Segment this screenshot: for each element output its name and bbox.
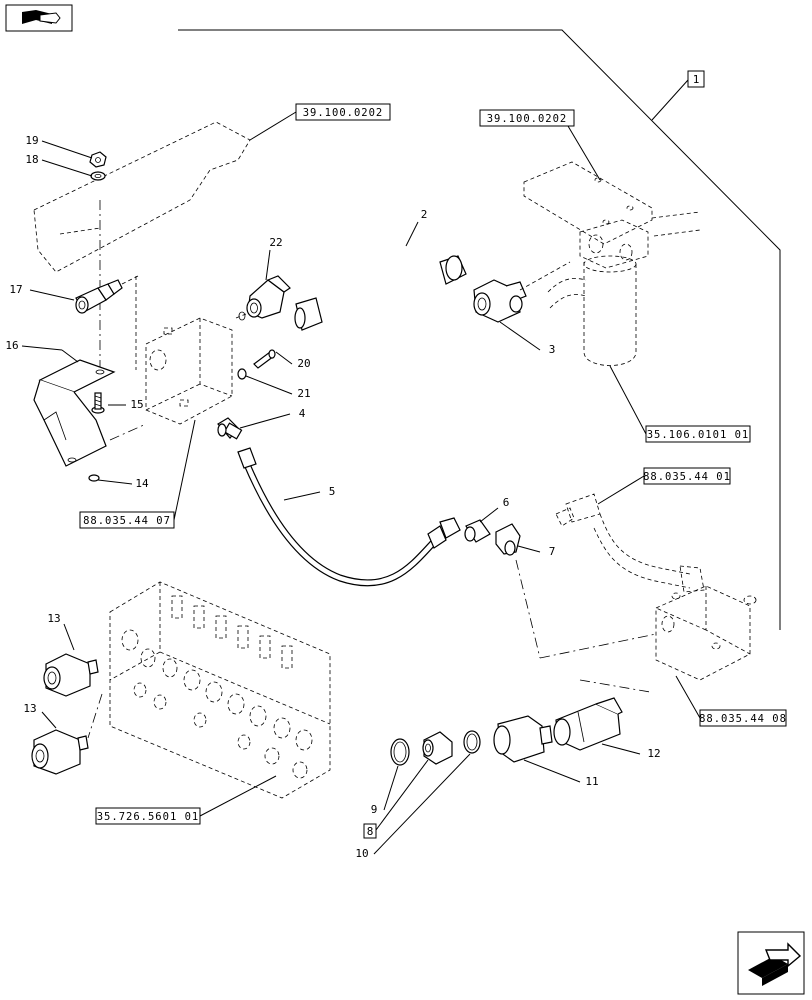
ref-88-035-44-08[interactable]: 88.035.44 08 bbox=[675, 675, 787, 727]
callout-13-lower[interactable]: 13 bbox=[23, 702, 57, 729]
plug-13-upper[interactable] bbox=[43, 653, 99, 697]
o-ring-9[interactable] bbox=[390, 738, 410, 766]
control-valve-stack bbox=[87, 581, 331, 799]
ref-label: 88.035.44 08 bbox=[699, 713, 787, 725]
callout-12[interactable]: 12 bbox=[601, 743, 661, 760]
callout-20-label: 20 bbox=[297, 357, 310, 370]
filter-bracket-plate bbox=[523, 161, 701, 309]
callout-11[interactable]: 11 bbox=[523, 759, 599, 788]
callout-2-label: 2 bbox=[421, 208, 428, 221]
o-ring-10[interactable] bbox=[463, 730, 481, 754]
callout-20[interactable]: 20 bbox=[275, 351, 311, 370]
ref-label: 88.035.44 07 bbox=[83, 515, 171, 527]
callout-18-label: 18 bbox=[25, 153, 38, 166]
callout-1-label: 1 bbox=[693, 73, 700, 86]
callout-13-upper[interactable]: 13 bbox=[47, 612, 75, 651]
callout-16[interactable]: 16 bbox=[5, 339, 79, 363]
callout-10-label: 10 bbox=[355, 847, 368, 860]
callout-3[interactable]: 3 bbox=[499, 321, 556, 356]
manifold-block-right bbox=[539, 585, 757, 693]
callout-7-label: 7 bbox=[549, 545, 556, 558]
tee-fitting-3[interactable] bbox=[473, 261, 571, 323]
ref-39-100-0202-left[interactable]: 39.100.0202 bbox=[249, 103, 391, 141]
callout-6-label: 6 bbox=[503, 496, 510, 509]
callout-22-label: 22 bbox=[269, 236, 282, 249]
pipe-2[interactable] bbox=[294, 247, 467, 331]
callout-13-label: 13 bbox=[23, 702, 36, 715]
callout-7[interactable]: 7 bbox=[517, 545, 556, 558]
callout-10[interactable]: 10 bbox=[355, 753, 471, 860]
fitting-17[interactable] bbox=[75, 275, 139, 370]
callout-18[interactable]: 18 bbox=[25, 153, 93, 177]
callout-16-label: 16 bbox=[5, 339, 18, 352]
ref-35-106-0101-01[interactable]: 35.106.0101 01 bbox=[609, 365, 751, 443]
callout-13-label: 13 bbox=[47, 612, 60, 625]
callout-17-label: 17 bbox=[9, 283, 22, 296]
mounting-bracket-plate-left bbox=[33, 121, 251, 370]
callout-8[interactable]: 8 bbox=[363, 759, 429, 839]
callout-2[interactable]: 2 bbox=[405, 208, 428, 247]
callout-19-label: 19 bbox=[25, 134, 38, 147]
plug-13-lower[interactable] bbox=[31, 729, 89, 775]
callout-8-label: 8 bbox=[367, 825, 374, 838]
callout-11-label: 11 bbox=[585, 775, 598, 788]
hose-assembly-right bbox=[555, 493, 705, 593]
callout-14[interactable]: 14 bbox=[97, 477, 149, 490]
nut-19[interactable] bbox=[89, 151, 107, 168]
washer-21[interactable] bbox=[237, 368, 247, 380]
quick-coupler-12[interactable] bbox=[553, 697, 623, 751]
ref-88-035-44-01[interactable]: 88.035.44 01 bbox=[597, 467, 731, 505]
filter-housing bbox=[579, 219, 649, 366]
callout-21-label: 21 bbox=[297, 387, 310, 400]
ref-label: 39.100.0202 bbox=[303, 107, 384, 119]
screw-15[interactable] bbox=[91, 392, 105, 414]
fitting-4[interactable] bbox=[217, 417, 243, 440]
assembly-boundary-line bbox=[178, 29, 781, 630]
coupling-11[interactable] bbox=[493, 715, 553, 763]
next-page-arrow-icon[interactable] bbox=[737, 931, 805, 995]
screw-14[interactable] bbox=[88, 474, 100, 482]
callout-17[interactable]: 17 bbox=[9, 283, 75, 301]
ref-label: 35.726.5601 01 bbox=[97, 811, 200, 823]
callout-4-label: 4 bbox=[299, 407, 306, 420]
callout-19[interactable]: 19 bbox=[25, 134, 93, 159]
callout-4[interactable]: 4 bbox=[239, 407, 306, 429]
ref-39-100-0202-right[interactable]: 39.100.0202 bbox=[479, 109, 601, 181]
callout-21[interactable]: 21 bbox=[245, 375, 311, 400]
ref-label: 39.100.0202 bbox=[487, 113, 568, 125]
bolt-20[interactable] bbox=[253, 349, 276, 369]
washer-18[interactable] bbox=[90, 171, 106, 181]
ref-label: 88.035.44 01 bbox=[643, 471, 731, 483]
callout-1[interactable]: 1 bbox=[651, 70, 705, 121]
connector-8[interactable] bbox=[422, 731, 453, 765]
book-icon[interactable] bbox=[5, 4, 73, 32]
callout-15[interactable]: 15 bbox=[108, 398, 144, 411]
ref-88-035-44-07[interactable]: 88.035.44 07 bbox=[79, 419, 196, 529]
callout-5[interactable]: 5 bbox=[283, 485, 336, 501]
elbow-fitting-22[interactable] bbox=[235, 275, 291, 321]
hose-5[interactable] bbox=[237, 447, 461, 587]
callout-15-label: 15 bbox=[130, 398, 143, 411]
callout-14-label: 14 bbox=[135, 477, 149, 490]
callout-6[interactable]: 6 bbox=[479, 496, 510, 523]
adapter-6[interactable] bbox=[464, 519, 491, 543]
ref-label: 35.106.0101 01 bbox=[647, 429, 750, 441]
callout-5-label: 5 bbox=[329, 485, 336, 498]
callout-22[interactable]: 22 bbox=[265, 236, 283, 281]
callout-9[interactable]: 9 bbox=[371, 765, 399, 816]
callout-3-label: 3 bbox=[549, 343, 556, 356]
callout-12-label: 12 bbox=[647, 747, 660, 760]
ref-35-726-5601-01[interactable]: 35.726.5601 01 bbox=[95, 775, 277, 825]
support-bracket-16[interactable] bbox=[33, 359, 116, 467]
callout-9-label: 9 bbox=[371, 803, 378, 816]
valve-block-center bbox=[109, 317, 233, 441]
elbow-7[interactable] bbox=[495, 523, 541, 659]
